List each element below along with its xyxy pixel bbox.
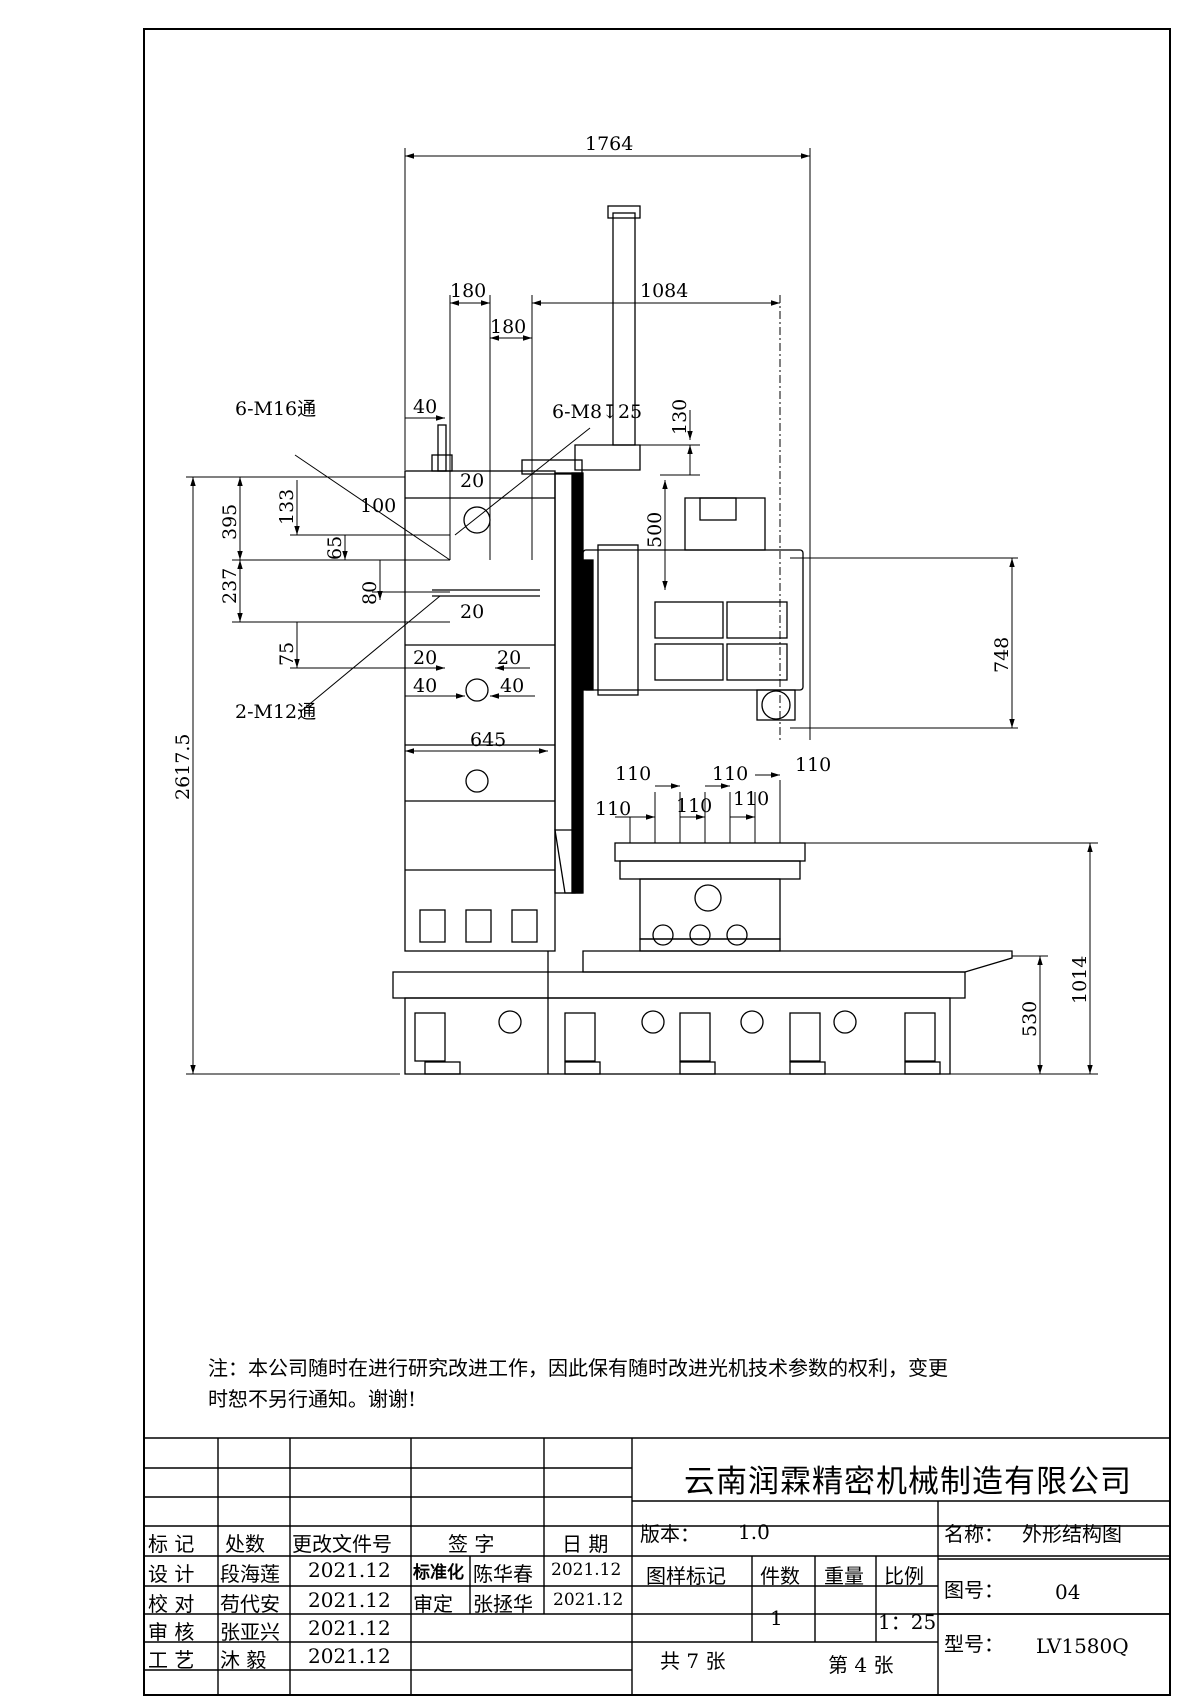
model-label: 型号： xyxy=(944,1632,1004,1656)
version-label: 版本： xyxy=(640,1522,700,1546)
standard-date: 2021.12 xyxy=(551,1560,622,1580)
dim-130: 130 xyxy=(669,399,691,435)
column-guideway xyxy=(521,459,584,894)
date-design: 2021.12 xyxy=(308,1558,391,1582)
dim-20-b: 20 xyxy=(460,601,484,623)
approve-date: 2021.12 xyxy=(553,1590,624,1610)
dim-110-6: 110 xyxy=(733,788,769,810)
dim-110-5: 110 xyxy=(676,795,712,817)
model-value: LV1580Q xyxy=(1036,1634,1129,1658)
dim-65: 65 xyxy=(324,536,346,560)
date-check: 2021.12 xyxy=(308,1588,391,1612)
name-process: 沐 毅 xyxy=(220,1648,267,1672)
dim-748: 748 xyxy=(991,637,1013,673)
drawing-no-label: 图号： xyxy=(944,1578,1004,1602)
name-value: 外形结构图 xyxy=(1022,1522,1122,1546)
callout-m12: 2-M12通 xyxy=(235,701,316,723)
date-review: 2021.12 xyxy=(308,1616,391,1640)
dim-1014: 1014 xyxy=(1069,956,1091,1004)
dim-20-d: 20 xyxy=(497,647,521,669)
dim-110-1: 110 xyxy=(615,763,651,785)
spindle-head xyxy=(582,497,804,721)
name-review: 张亚兴 xyxy=(220,1620,280,1644)
disclaimer-note: 注：本公司随时在进行研究改进工作，因此保有随时改进光机技术参数的权利，变更 时恕… xyxy=(208,1353,1088,1415)
qty-label: 件数 xyxy=(760,1564,800,1588)
role-check: 校 对 xyxy=(148,1592,195,1616)
dim-40-a: 40 xyxy=(413,675,437,697)
note-line-2: 时恕不另行通知。谢谢! xyxy=(208,1387,417,1411)
dim-110-4: 110 xyxy=(595,798,631,820)
dim-1084: 1084 xyxy=(640,280,688,302)
dim-530: 530 xyxy=(1019,1001,1041,1037)
dim-110-2: 110 xyxy=(712,763,748,785)
header-doc: 更改文件号 xyxy=(292,1532,392,1556)
note-line-1: 注：本公司随时在进行研究改进工作，因此保有随时改进光机技术参数的权利，变更 xyxy=(208,1356,948,1380)
name-label: 名称： xyxy=(944,1522,1004,1546)
pattern-label: 图样标记 xyxy=(646,1564,726,1588)
dim-40-b: 40 xyxy=(500,675,524,697)
total-sheets: 共 7 张 xyxy=(660,1649,726,1673)
standard-label: 标准化 xyxy=(413,1563,464,1583)
dim-overall-width: 1764 xyxy=(585,133,633,155)
column-body xyxy=(404,424,556,952)
role-review: 审 核 xyxy=(148,1620,195,1644)
dim-40-top: 40 xyxy=(413,396,437,418)
dim-80: 80 xyxy=(359,581,381,605)
dim-180-b: 180 xyxy=(490,316,526,338)
callout-m16: 6-M16通 xyxy=(235,398,316,420)
dim-100: 100 xyxy=(360,495,396,517)
name-design: 段海莲 xyxy=(220,1562,280,1586)
dim-20-c: 20 xyxy=(413,647,437,669)
dim-500: 500 xyxy=(644,512,666,548)
approve-label: 审定 xyxy=(413,1592,453,1616)
dim-75: 75 xyxy=(276,642,298,666)
name-check: 苟代安 xyxy=(220,1592,280,1616)
dimension-lines xyxy=(186,148,1098,1075)
dim-133: 133 xyxy=(276,489,298,525)
scale-label: 比例 xyxy=(884,1564,924,1588)
header-sign: 签 字 xyxy=(448,1532,495,1556)
header-mark: 标 记 xyxy=(148,1532,195,1556)
role-process: 工 艺 xyxy=(148,1648,195,1672)
approve-name: 张拯华 xyxy=(473,1592,533,1616)
callout-m8: 6-M8↧25 xyxy=(552,401,642,423)
dim-180-a: 180 xyxy=(450,280,486,302)
header-date: 日 期 xyxy=(562,1532,609,1556)
version-value: 1.0 xyxy=(738,1520,770,1544)
dim-237: 237 xyxy=(219,568,241,604)
company-name: 云南润霖精密机械制造有限公司 xyxy=(684,1464,1132,1500)
scale-value: 1：25 xyxy=(878,1610,937,1634)
title-block-grid xyxy=(143,1437,1171,1696)
drawing-frame xyxy=(143,28,1171,1696)
role-design: 设 计 xyxy=(148,1562,195,1586)
dim-395: 395 xyxy=(219,504,241,540)
machine-bed xyxy=(392,950,1013,1075)
date-process: 2021.12 xyxy=(308,1644,391,1668)
qty-value: 1 xyxy=(770,1606,783,1630)
dim-20-a: 20 xyxy=(460,470,484,492)
dim-total-height: 2617.5 xyxy=(172,734,194,800)
dim-645: 645 xyxy=(470,729,506,751)
dim-110-3: 110 xyxy=(795,754,831,776)
drawing-no-value: 04 xyxy=(1055,1580,1081,1604)
header-count: 处数 xyxy=(225,1532,265,1556)
standard-name: 陈华春 xyxy=(473,1562,533,1586)
worktable xyxy=(614,842,806,952)
ram-cylinder xyxy=(574,205,641,471)
weight-label: 重量 xyxy=(824,1564,864,1588)
sheet-number: 第 4 张 xyxy=(828,1653,894,1677)
